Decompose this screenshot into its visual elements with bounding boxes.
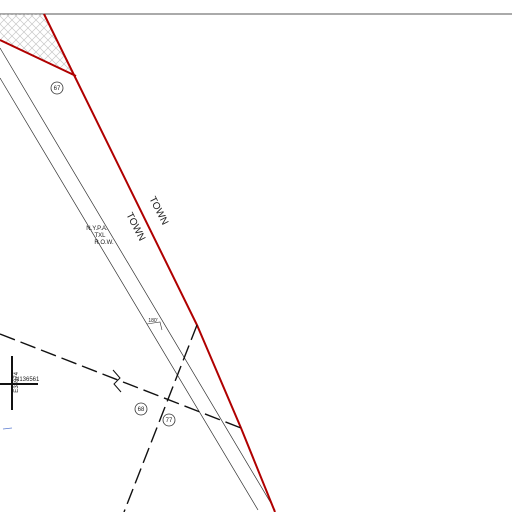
dashed-parcel-line-south <box>123 324 198 512</box>
row-label: N.Y.P.A. TXL R.O.W. <box>86 226 114 246</box>
row-line-outer <box>0 47 276 511</box>
parcel-label-67: 67 <box>54 86 61 92</box>
parcel-marker-77: 77 <box>162 413 176 427</box>
hatched-parcel <box>0 14 76 76</box>
row-width-label: 180' <box>148 318 157 324</box>
northing-label: N136561 <box>15 377 40 383</box>
town-boundary-line <box>43 13 276 512</box>
row-label-line-3: R.O.W. <box>94 240 114 246</box>
width-dimension-tick <box>146 321 163 331</box>
parcel-label-68: 68 <box>138 407 145 413</box>
town-label-upper: TOWN <box>146 195 170 227</box>
parcel-marker-67: 67 <box>50 81 64 95</box>
row-label-line-1: N.Y.P.A. <box>86 226 108 232</box>
break-symbol <box>112 369 122 393</box>
parcel-marker-68: 68 <box>134 402 148 416</box>
parcel-label-77: 77 <box>166 418 173 424</box>
hatched-parcel-edge <box>0 39 77 77</box>
row-label-line-2: TXL <box>94 233 106 239</box>
row-line-inner <box>0 77 259 511</box>
easting-label: E34974 <box>14 371 20 392</box>
small-blue-mark <box>2 427 13 430</box>
